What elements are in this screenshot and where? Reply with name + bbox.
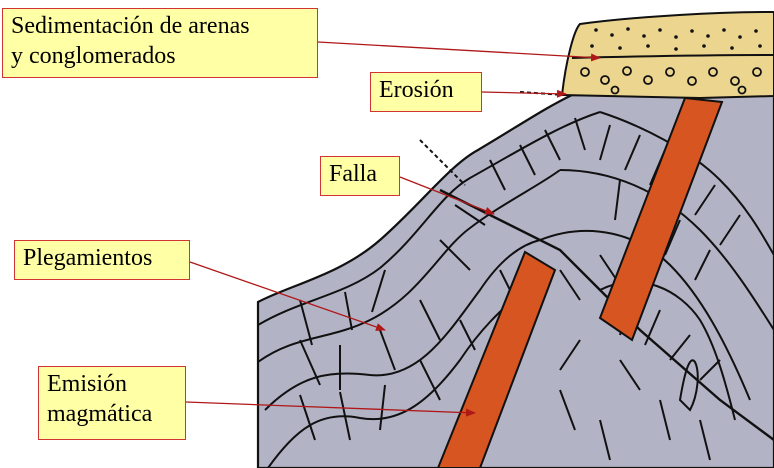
label-falla: Falla: [320, 156, 400, 196]
arrow-emision: [185, 401, 476, 417]
sediment-layer: [560, 10, 774, 100]
label-falla-text: Falla: [329, 161, 377, 187]
arrow-plegamientos: [189, 261, 386, 331]
label-erosion: Erosión: [370, 72, 482, 112]
label-sedimentacion-line1: Sedimentación de arenas: [11, 13, 250, 39]
label-erosion-text: Erosión: [379, 77, 454, 103]
label-sedimentacion: Sedimentación de arenas y conglomerados: [2, 8, 318, 78]
label-plegamientos-text: Plegamientos: [23, 245, 153, 271]
magma-dike-right: [598, 96, 724, 342]
fold-line-5: [599, 111, 774, 256]
fold-line-7: [539, 229, 751, 401]
arrow-sedimentacion: [317, 41, 601, 62]
fold-line-1: [258, 111, 601, 326]
label-emision: Emisión magmática: [38, 366, 186, 440]
sand-dots: [590, 27, 762, 51]
inner-fold-core: [678, 359, 699, 412]
callout-arrows: [185, 41, 601, 417]
pebbles: [580, 66, 762, 95]
fold-line-6: [559, 169, 774, 331]
arrow-falla: [399, 176, 495, 215]
arrow-erosion: [481, 89, 567, 98]
label-emision-line2: magmática: [47, 401, 153, 427]
fold-line-4: [267, 289, 526, 468]
label-plegamientos: Plegamientos: [14, 240, 190, 280]
fault-line: [439, 188, 774, 441]
label-emision-line1: Emisión: [47, 371, 128, 397]
fault-dashed-line: [419, 139, 466, 186]
label-sedimentacion-line2: y conglomerados: [11, 43, 176, 69]
